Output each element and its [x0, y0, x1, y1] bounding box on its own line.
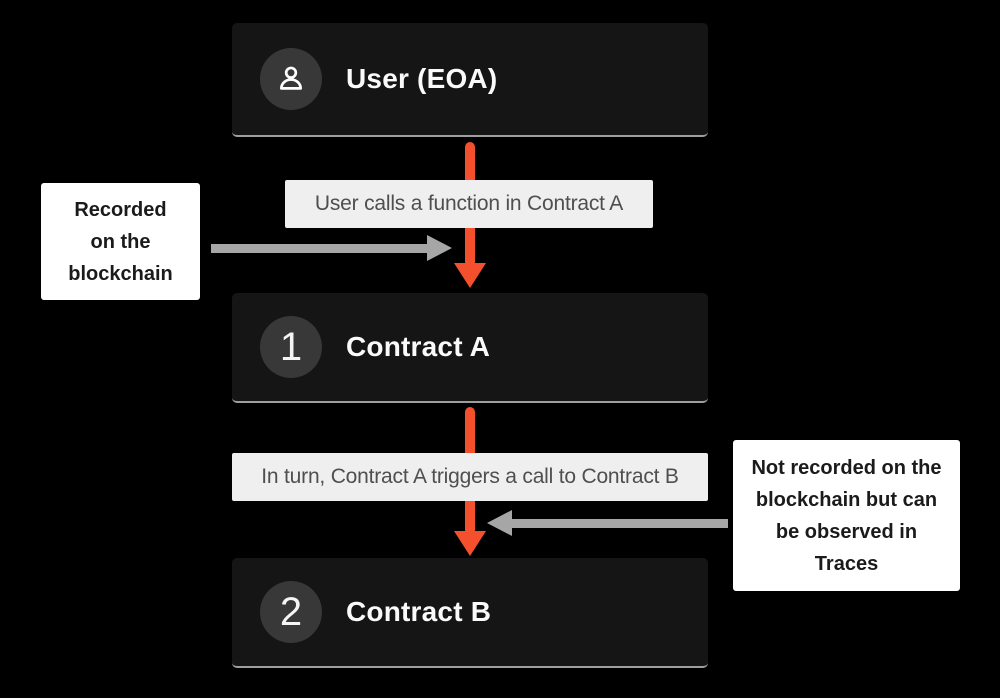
flow-label-call-1: User calls a function in Contract A — [285, 180, 653, 228]
note-recorded-on-blockchain: Recorded on the blockchain — [36, 178, 205, 305]
arrow-user-to-contract-a-head — [454, 263, 486, 288]
note-not-recorded-text: Not recorded on the blockchain but can b… — [751, 456, 942, 575]
step-2-badge: 2 — [260, 581, 322, 643]
user-avatar — [260, 48, 322, 110]
flow-label-call-1-text: User calls a function in Contract A — [314, 192, 624, 215]
step-1-number: 1 — [279, 325, 303, 369]
not-recorded-note-arrow-shaft — [512, 519, 730, 528]
node-title-contract-b: Contract B — [346, 596, 492, 627]
node-user-eoa: User (EOA) — [232, 23, 708, 137]
node-contract-a: 1 Contract A — [232, 293, 708, 403]
recorded-note-arrow-shaft — [211, 244, 429, 253]
flow-label-call-2-text: In turn, Contract A triggers a call to C… — [261, 465, 679, 488]
node-title-contract-a: Contract A — [346, 331, 491, 362]
note-not-recorded-traces: Not recorded on the blockchain but can b… — [728, 435, 965, 596]
arrow-contract-a-to-contract-b-head — [454, 531, 486, 556]
flow-label-call-2: In turn, Contract A triggers a call to C… — [232, 453, 708, 501]
not-recorded-note-arrow-head — [487, 510, 512, 536]
node-contract-b: 2 Contract B — [232, 558, 708, 668]
step-2-number: 2 — [279, 590, 303, 634]
step-1-badge: 1 — [260, 316, 322, 378]
recorded-note-arrow-head — [427, 235, 452, 261]
user-icon — [274, 62, 308, 96]
note-recorded-text: Recorded on the blockchain — [68, 198, 173, 285]
node-title-user: User (EOA) — [346, 63, 498, 94]
